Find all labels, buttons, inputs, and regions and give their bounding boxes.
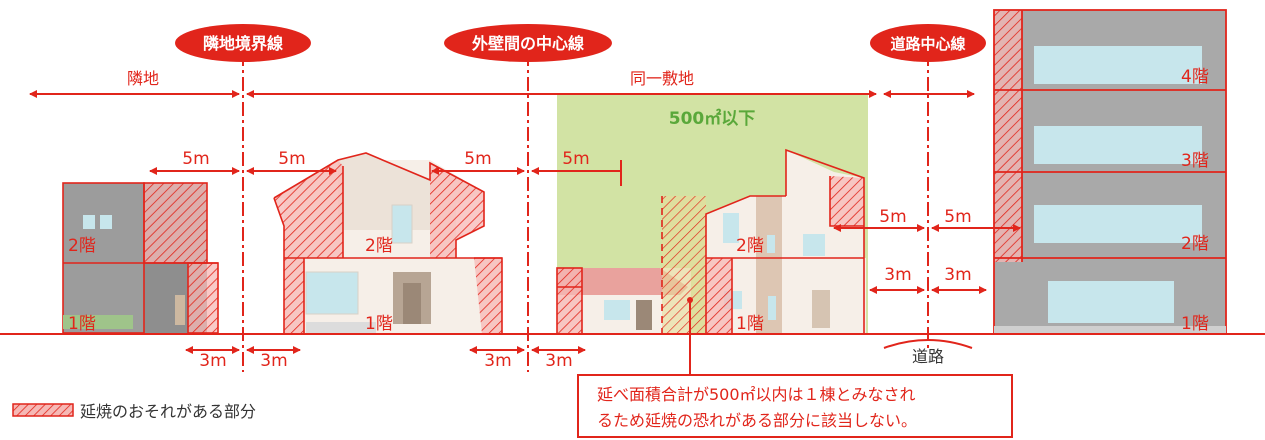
dim-3m-label: 3m — [199, 351, 226, 371]
neighbor-land-label: 隣地 — [127, 69, 159, 88]
floor-label: 2階 — [365, 236, 393, 256]
dim-5m-label: 5m — [879, 207, 906, 227]
area-limit-label: 500㎡以下 — [669, 108, 756, 129]
road-center-line-label: 道路中心線 — [890, 35, 965, 53]
road-center-line-pill — [870, 24, 986, 62]
floor-label: 2階 — [736, 236, 764, 256]
floor-label: 2階 — [1181, 234, 1209, 254]
floor-label: 1階 — [365, 314, 393, 334]
boundary-line-label: 隣地境界線 — [203, 34, 283, 53]
dim-3m-label: 3m — [484, 351, 511, 371]
note-line: 延べ面積合計が500㎡以内は１棟とみなされ — [597, 385, 916, 404]
legend: 延焼のおそれがある部分 — [12, 398, 256, 422]
floor-label: 3階 — [1181, 151, 1209, 171]
floor-label: 4階 — [1181, 67, 1209, 87]
note-box: 延べ面積合計が500㎡以内は１棟とみなされ るため延焼の恐れがある部分に該当しな… — [577, 374, 1013, 438]
note-leader-dot — [687, 297, 693, 303]
wall-center-line-pill — [444, 24, 612, 62]
tall-building — [993, 9, 1227, 335]
legend-label: 延焼のおそれがある部分 — [80, 402, 257, 421]
dim-5m-label: 5m — [562, 149, 589, 169]
floor-label: 2階 — [68, 236, 96, 256]
dim-3m-label: 3m — [260, 351, 287, 371]
dim-3m-label: 3m — [545, 351, 572, 371]
road-brace — [883, 339, 973, 349]
dim-5m-label: 5m — [464, 149, 491, 169]
dim-3m-label: 3m — [944, 265, 971, 285]
floor-label: 1階 — [736, 314, 764, 334]
road-label: 道路 — [912, 347, 944, 366]
dim-5m-label: 5m — [278, 149, 305, 169]
same-site-label: 同一敷地 — [630, 69, 694, 88]
dim-3m-label: 3m — [884, 265, 911, 285]
floor-label: 1階 — [68, 314, 96, 334]
dim-5m-label: 5m — [182, 149, 209, 169]
house-center-left — [273, 152, 503, 334]
neighbor-building — [62, 182, 219, 334]
note-line: るため延焼の恐れがある部分に該当しない。 — [597, 411, 918, 430]
house-in-site — [705, 148, 866, 334]
boundary-line-pill — [175, 24, 311, 62]
floor-label: 1階 — [1181, 314, 1209, 334]
wall-center-line-label: 外壁間の中心線 — [471, 34, 584, 53]
dim-5m-label: 5m — [944, 207, 971, 227]
exempt-hatch-area — [662, 196, 706, 334]
legend-hatch-swatch — [12, 403, 74, 417]
